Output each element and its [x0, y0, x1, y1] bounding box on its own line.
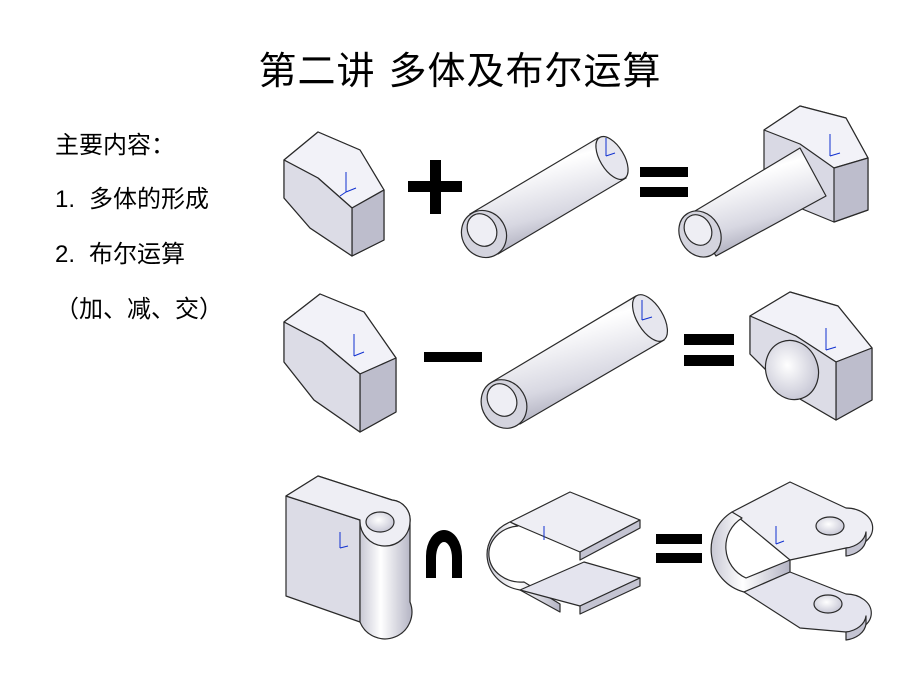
row3-clevis-block — [285, 475, 413, 640]
row1-bolt-result — [678, 105, 869, 258]
row3-bent-plate — [486, 491, 641, 615]
outline-note: （加、减、交） — [55, 295, 223, 323]
equals-icon-1 — [640, 167, 688, 197]
outline-item-1-number: 1. — [55, 186, 76, 213]
outline-item-2: 2. 布尔运算 — [55, 227, 223, 282]
row1-hex-prism — [283, 131, 385, 257]
slide-title: 第二讲 多体及布尔运算 — [258, 49, 662, 93]
outline-item-1-text: 多体的形成 — [89, 185, 210, 213]
outline-item-2-number: 2. — [55, 241, 76, 268]
equals-icon-3 — [656, 534, 702, 563]
intersect-icon — [426, 530, 462, 578]
content-outline: 主要内容： 1. 多体的形成 2. 布尔运算 （加、减、交） — [55, 118, 223, 336]
row2-nut-result — [749, 291, 873, 421]
row2-cylinder — [480, 294, 669, 429]
outline-heading: 主要内容： — [55, 131, 175, 159]
outline-item-2-text: 布尔运算 — [89, 240, 186, 268]
equals-icon-2 — [684, 334, 734, 366]
row2-hex-prism — [283, 293, 397, 433]
subtract-icon — [424, 352, 482, 362]
outline-item-1: 1. 多体的形成 — [55, 172, 223, 227]
row1-cylinder — [460, 135, 629, 259]
add-icon — [408, 160, 462, 214]
row3-clip-result — [710, 481, 874, 641]
